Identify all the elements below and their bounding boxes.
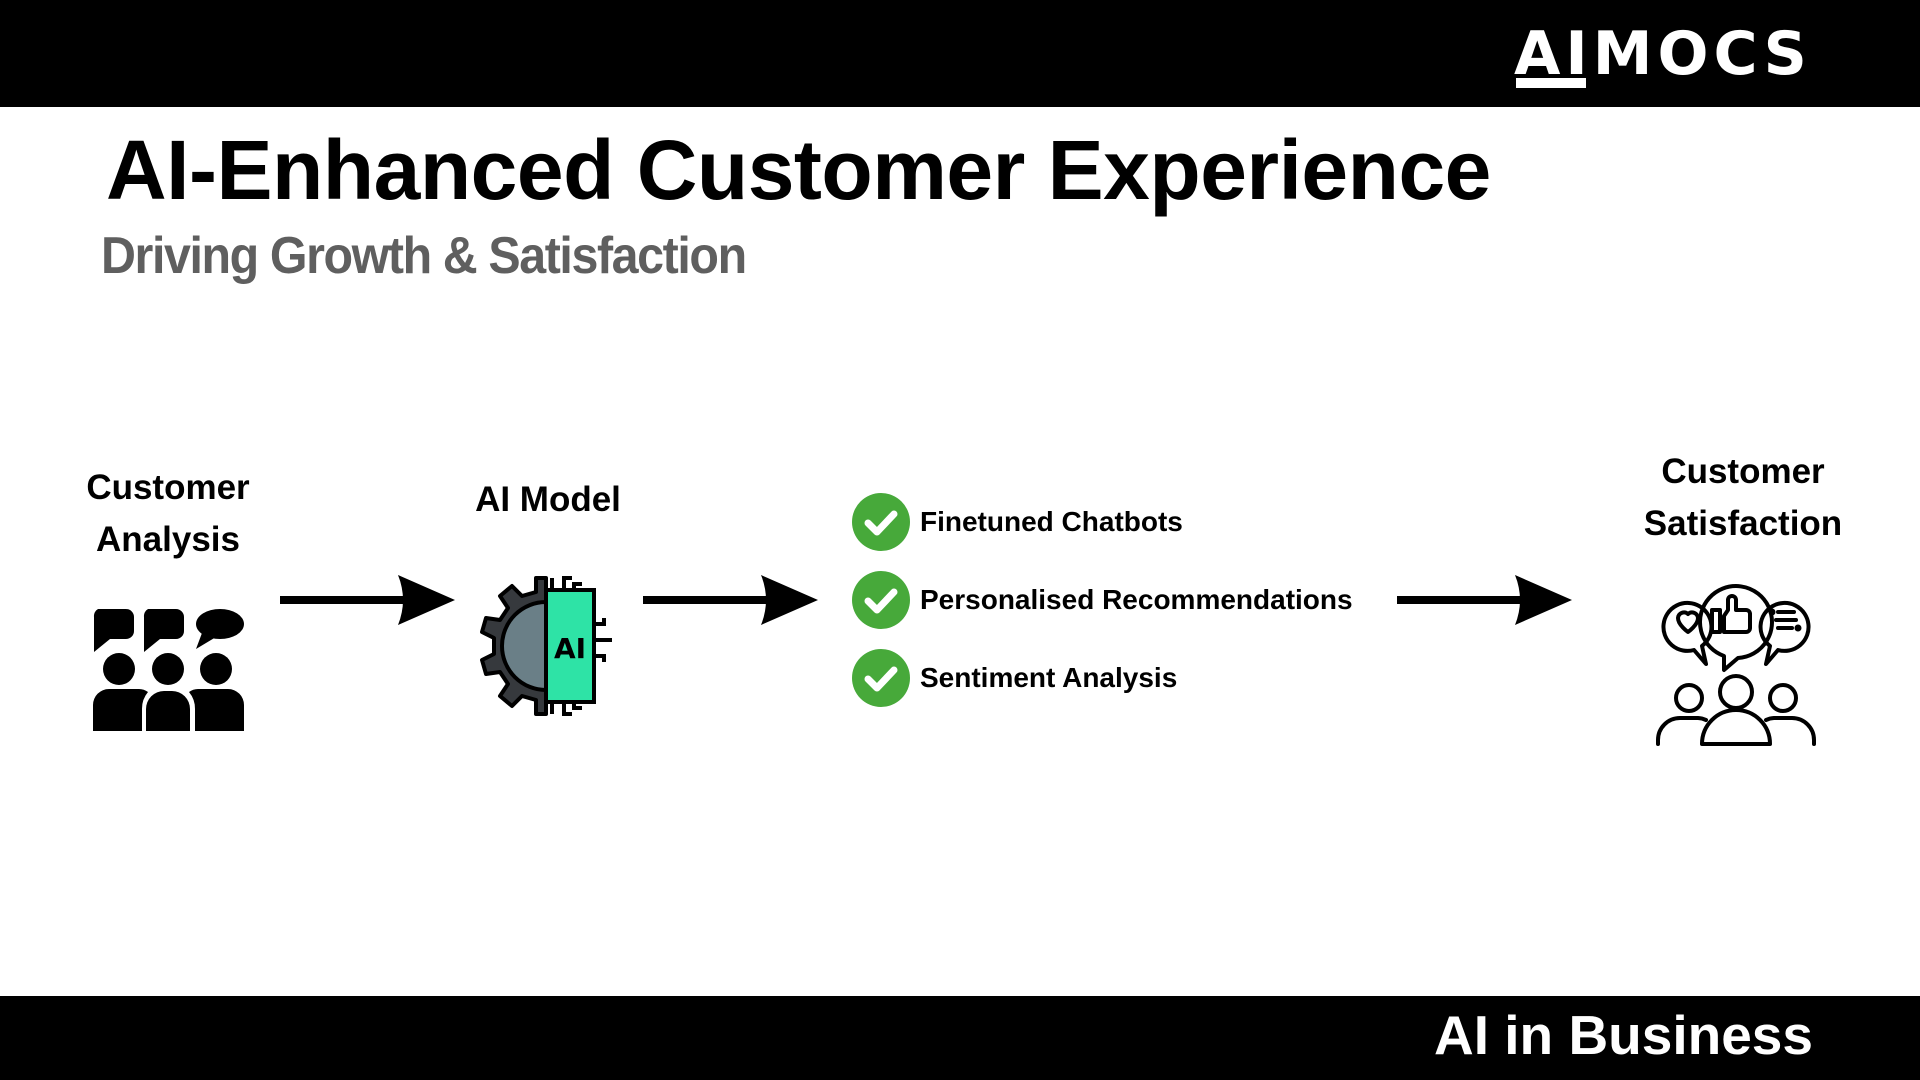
outcome-item: Personalised Recommendations [852,571,1353,629]
step-label-line: Customer [1661,452,1825,491]
step-label-line: Analysis [96,520,240,559]
page-subtitle: Driving Growth & Satisfaction [101,227,747,285]
arrow-right-icon [280,575,455,625]
page-title: AI-Enhanced Customer Experience [106,123,1491,217]
top-bar: AIMOCS [0,0,1920,107]
check-circle-icon [852,571,910,629]
bottom-bar [0,996,1920,1080]
outcome-item: Finetuned Chatbots [852,493,1183,551]
outcome-text: Finetuned Chatbots [920,506,1183,537]
group-chat-icon [93,609,244,731]
ai-chip-gear-icon: AI [480,576,612,716]
brand-logo: AIMOCS [1514,19,1812,89]
outcome-item: Sentiment Analysis [852,649,1177,707]
check-circle-icon [852,493,910,551]
footer-text: AI in Business [1434,1004,1813,1066]
customer-feedback-icon [1656,584,1816,746]
outcome-text: Sentiment Analysis [920,662,1178,693]
step-label-customer-satisfaction: Customer Satisfaction [1603,446,1883,550]
arrow-right-icon [1397,575,1572,625]
logo-underline [1516,78,1586,88]
check-circle-icon [852,649,910,707]
step-label-ai-model: AI Model [448,474,648,526]
step-label-line: AI Model [475,480,621,519]
step-label-line: Customer [86,468,250,507]
step-label-line: Satisfaction [1643,504,1843,543]
step-label-customer-analysis: Customer Analysis [68,462,268,566]
arrow-right-icon [643,575,818,625]
svg-text:AI: AI [554,632,586,665]
outcome-text: Personalised Recommendations [920,584,1353,615]
